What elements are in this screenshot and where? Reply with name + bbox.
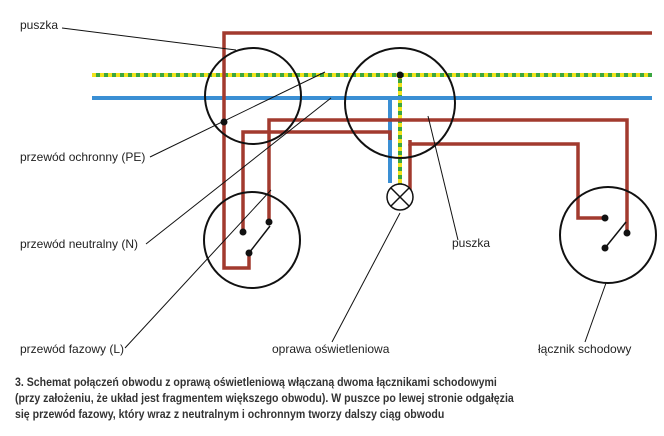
junction-box-left [204, 47, 302, 145]
caption-line-2: (przy założeniu, że układ jest fragmente… [15, 391, 514, 405]
neutral-wire [92, 96, 652, 183]
leader-lines [61, 27, 607, 349]
wiring-diagram [61, 27, 657, 349]
label-junction-box-center: puszka [452, 236, 491, 250]
label-junction-box-left: puszka [20, 18, 59, 32]
junction-box-center [344, 47, 456, 159]
caption-line-1: 3. Schemat połączeń obwodu z oprawą oświ… [15, 375, 497, 389]
staircase-switch-left [203, 191, 301, 289]
figure-caption: 3. Schemat połączeń obwodu z oprawą oświ… [15, 374, 578, 422]
label-pe-wire: przewód ochronny (PE) [20, 150, 146, 164]
lamp-symbol [386, 183, 414, 211]
caption-line-3: się przewód fazowy, który wraz z neutral… [15, 407, 445, 421]
label-lamp: oprawa oświetleniowa [272, 342, 390, 356]
phase-wire [222, 31, 652, 270]
pe-wire [92, 73, 652, 185]
staircase-switch-right [559, 186, 657, 284]
label-staircase-switch: łącznik schodowy [538, 342, 632, 356]
label-phase-wire: przewód fazowy (L) [20, 342, 125, 356]
label-neutral-wire: przewód neutralny (N) [20, 237, 139, 251]
